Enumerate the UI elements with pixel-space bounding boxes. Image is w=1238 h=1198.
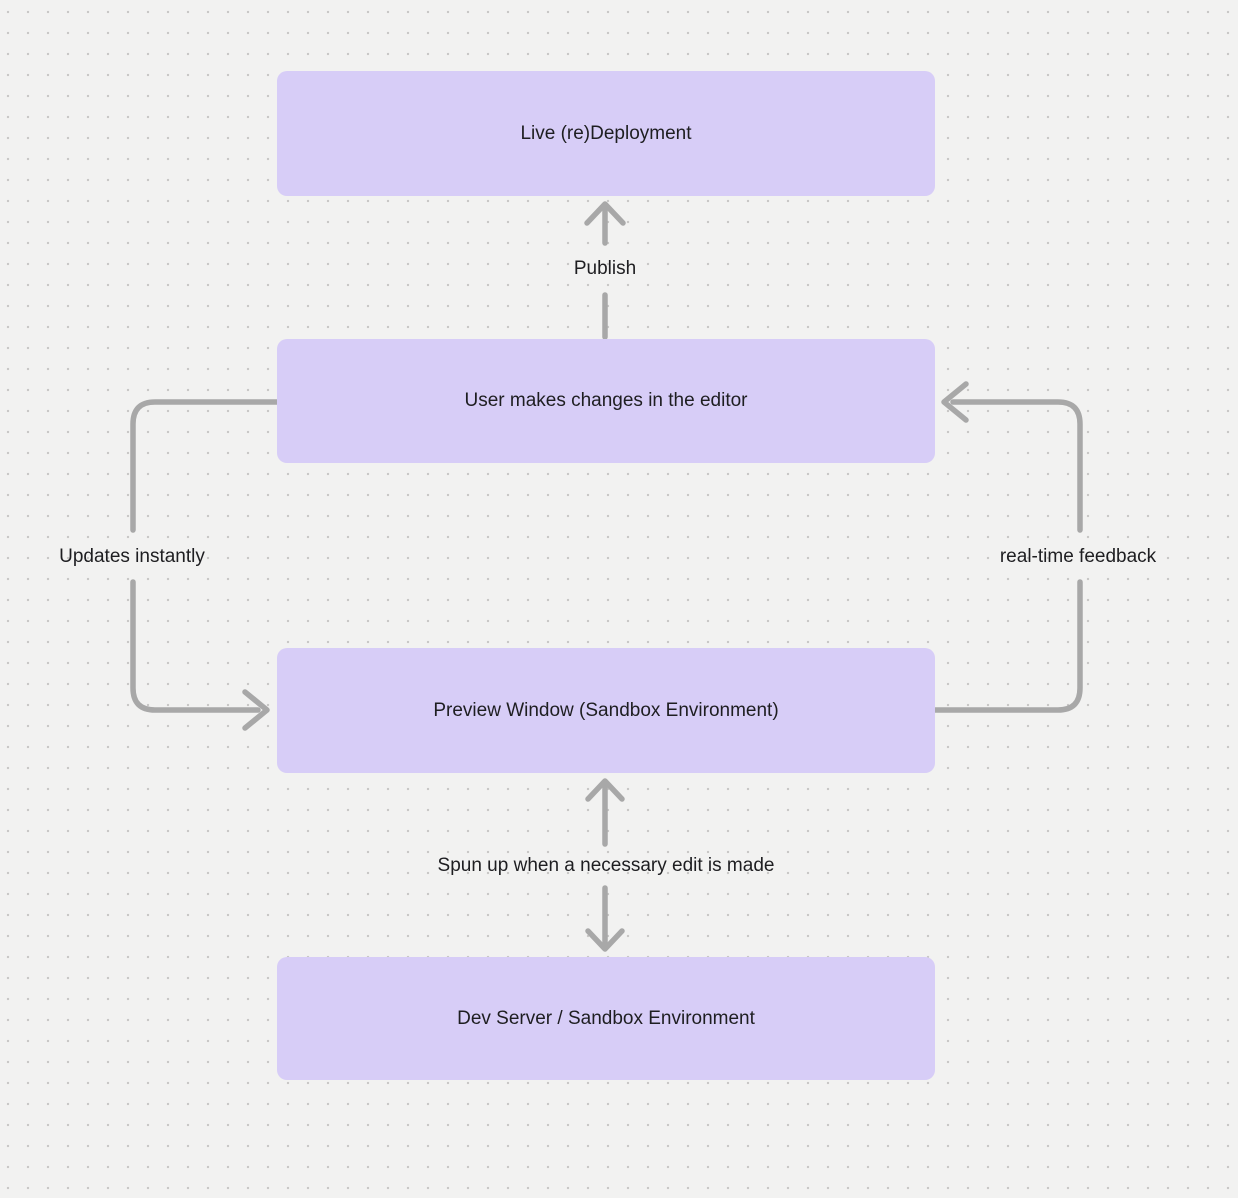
node-label: Live (re)Deployment [520, 122, 692, 144]
edge-feedback-upper [950, 399, 1083, 533]
arrowhead-up-icon [584, 201, 626, 226]
arrowhead-right-icon [242, 689, 270, 731]
node-user-changes[interactable]: User makes changes in the editor [277, 339, 935, 463]
node-label: User makes changes in the editor [464, 390, 748, 412]
node-dev-server[interactable]: Dev Server / Sandbox Environment [277, 957, 935, 1080]
node-preview-window[interactable]: Preview Window (Sandbox Environment) [277, 648, 935, 773]
node-label: Dev Server / Sandbox Environment [457, 1007, 755, 1029]
edge-updates-lower [130, 579, 261, 713]
edge-publish-arrow[interactable] [584, 201, 626, 340]
arrowhead-down-icon [585, 928, 625, 952]
node-label: Preview Window (Sandbox Environment) [433, 699, 779, 721]
node-live-redeployment[interactable]: Live (re)Deployment [277, 71, 935, 196]
arrowhead-left-icon [941, 381, 969, 423]
edge-realtime-feedback-arrow[interactable] [932, 381, 1083, 713]
edge-label-realtime-feedback[interactable]: real-time feedback [999, 546, 1157, 567]
edge-updates-instantly-arrow[interactable] [130, 399, 280, 731]
edge-label-publish[interactable]: Publish [573, 258, 637, 279]
edge-label-updates-instantly[interactable]: Updates instantly [59, 546, 205, 567]
edge-updates-upper [130, 399, 280, 533]
edge-label-spun-up[interactable]: Spun up when a necessary edit is made [437, 855, 775, 876]
arrowhead-up-icon [585, 778, 625, 802]
edge-spun-up-arrow[interactable] [585, 778, 625, 952]
edge-feedback-lower [932, 579, 1083, 713]
